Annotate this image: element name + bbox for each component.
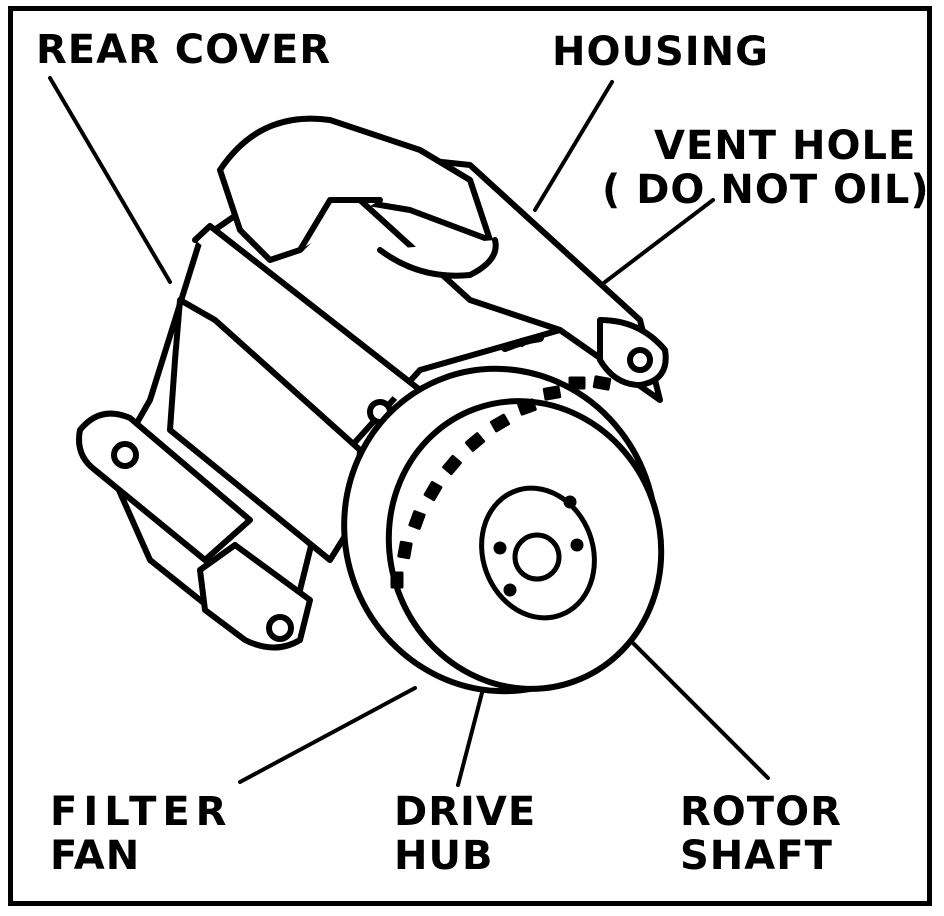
label-rotor-shaft-line2: SHAFT [680, 833, 833, 879]
housing-body [76, 115, 669, 651]
drive-hub [479, 485, 597, 621]
label-housing: HOUSING [552, 29, 769, 75]
label-rear-cover: REAR COVER [36, 27, 332, 73]
label-filter-fan-line2: FAN [50, 833, 141, 879]
label-drive-hub-line2: HUB [394, 833, 494, 879]
label-drive-hub-line1: DRIVE [394, 789, 537, 835]
label-rotor-shaft-line1: ROTOR [680, 789, 842, 835]
leader-rear-cover [48, 76, 172, 284]
label-filter-fan: FILTER FAN [50, 790, 232, 878]
leader-housing [533, 80, 614, 212]
label-rotor-shaft: ROTOR SHAFT [680, 790, 842, 878]
label-vent-hole: VENT HOLE ( DO NOT OIL) [602, 124, 930, 212]
label-vent-hole-line1: VENT HOLE [654, 123, 917, 169]
fan-slots [390, 375, 612, 589]
label-drive-hub: DRIVE HUB [394, 790, 536, 878]
leader-filter-fan [238, 686, 417, 784]
label-filter-fan-line1: FILTER [50, 789, 233, 835]
label-vent-hole-line2: ( DO NOT OIL) [602, 167, 930, 213]
